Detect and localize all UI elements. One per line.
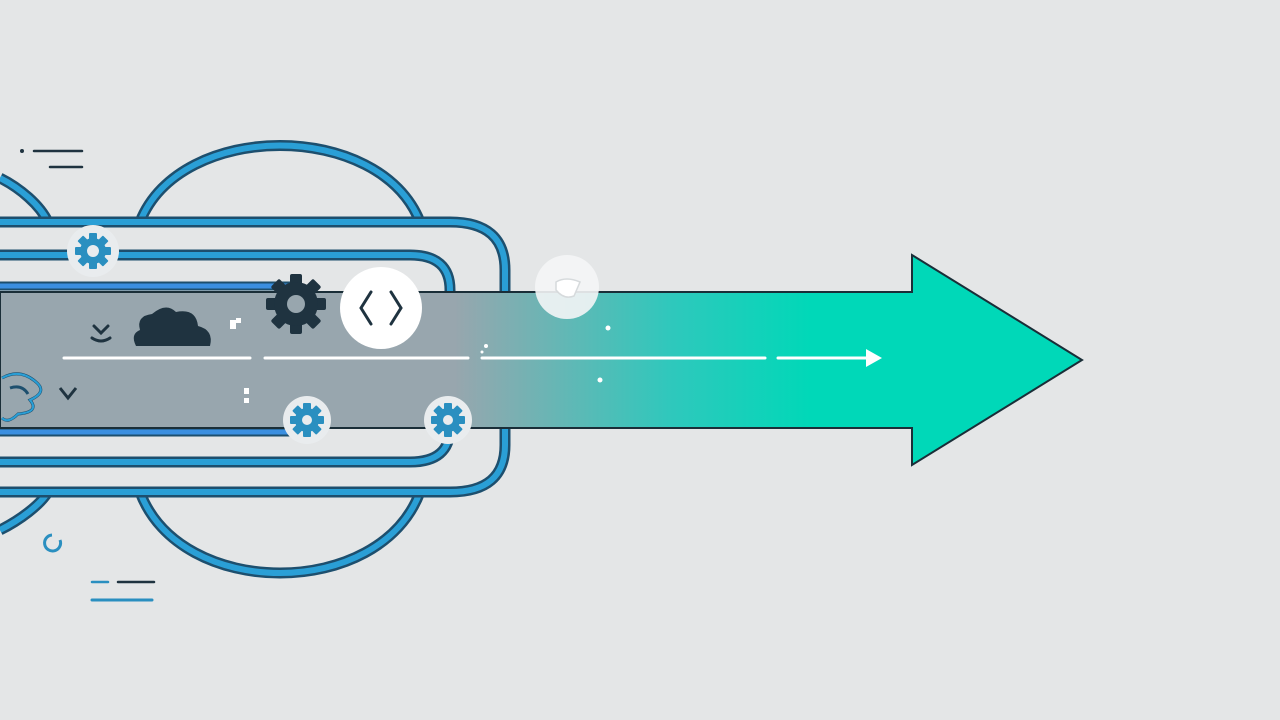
menu-lines-icon (20, 149, 84, 169)
gear-icon (266, 274, 326, 334)
code-brackets-icon (340, 267, 422, 349)
gear-icon (67, 225, 119, 277)
arrow-right-icon (866, 349, 882, 367)
check-icon (43, 533, 63, 553)
menu-lines-icon (90, 580, 156, 602)
chevron-down-icon (90, 324, 112, 343)
gear-icon (424, 396, 472, 444)
chevron-down-icon (58, 387, 78, 401)
cloud-icon (133, 307, 211, 346)
small-marks (230, 318, 611, 403)
gear-icon (283, 396, 331, 444)
check-icon (535, 255, 599, 319)
